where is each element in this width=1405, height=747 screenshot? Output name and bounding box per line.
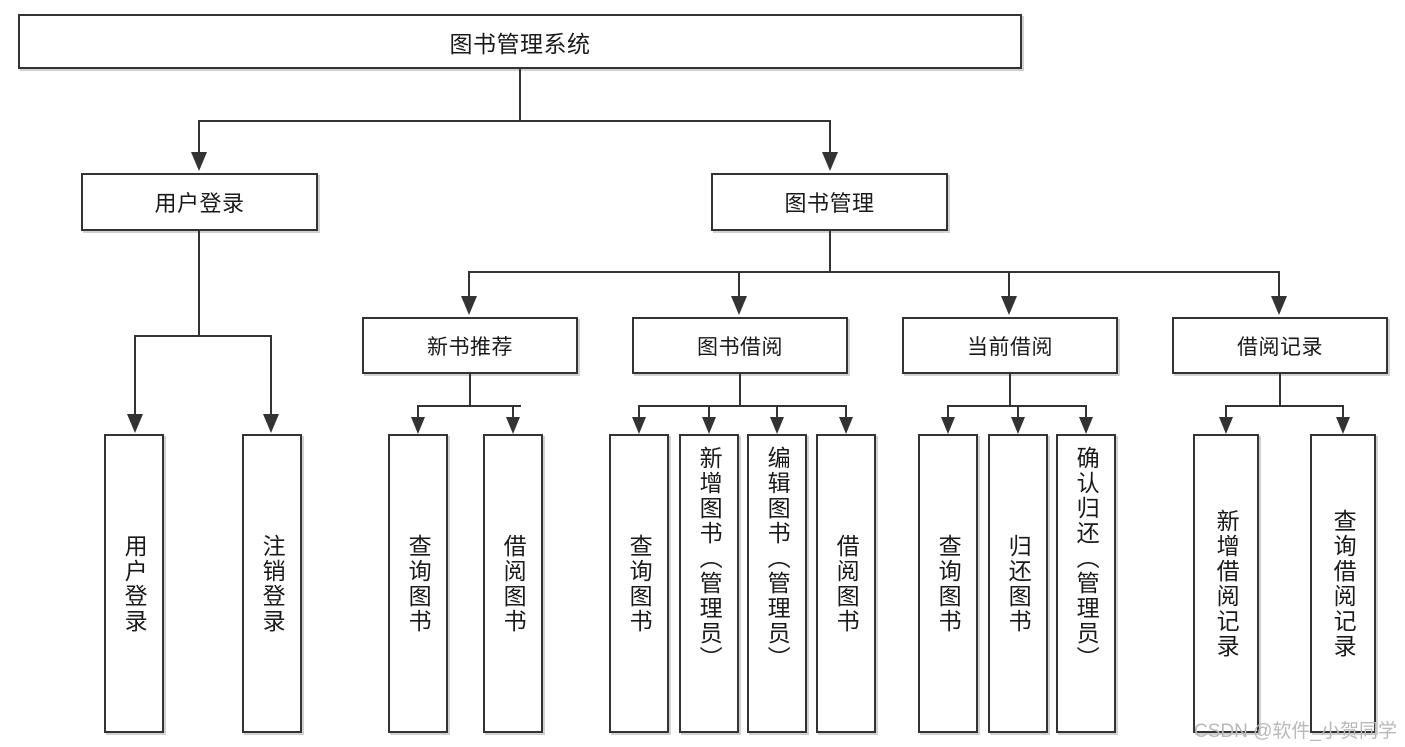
node-label: 新增借阅记录 [1213, 508, 1240, 659]
arrowhead-leaf-query-book-3 [941, 417, 955, 434]
node-label: 用户登录 [121, 533, 148, 634]
connector-new-book-bar [417, 405, 521, 407]
connector-book-borrow-c2 [708, 405, 710, 419]
arrowhead-leaf-borrow-book-1 [506, 417, 520, 434]
arrowhead-leaf-return-book [1011, 417, 1025, 434]
node-label: 借阅图书 [500, 533, 527, 634]
connector-borrow-record-trunk [1279, 374, 1281, 407]
connector-root-bar [198, 120, 830, 122]
arrowhead-leaf-query-book-1 [411, 417, 425, 434]
leaf-query-book-current[interactable]: 查询图书 [918, 434, 978, 733]
leaf-confirm-return-admin[interactable]: 确认归还（管理员） [1056, 434, 1116, 733]
leaf-add-book-admin[interactable]: 新增图书（管理员） [679, 434, 739, 733]
leaf-edit-book-admin[interactable]: 编辑图书（管理员） [747, 434, 807, 733]
node-label: 编辑图书（管理员） [764, 446, 791, 671]
connector-to-book-manage [829, 120, 831, 154]
leaf-query-book-borrow[interactable]: 查询图书 [609, 434, 669, 733]
arrowhead-leaf-query-book-2 [632, 417, 646, 434]
node-label: 查询图书 [935, 533, 962, 634]
connector-book-borrow-bar [638, 405, 846, 407]
arrowhead-to-borrow [731, 296, 747, 315]
leaf-return-book[interactable]: 归还图书 [988, 434, 1048, 733]
node-label: 查询图书 [405, 533, 432, 634]
node-label: 归还图书 [1005, 533, 1032, 634]
arrowhead-to-current-borrow [1001, 296, 1017, 315]
connector-user-login-trunk [198, 231, 200, 337]
arrowhead-leaf-user-login [127, 414, 143, 433]
connector-book-manage-bar [468, 271, 1280, 273]
node-label: 当前借阅 [967, 335, 1053, 359]
connector-current-borrow-trunk [1009, 374, 1011, 407]
leaf-user-login[interactable]: 用户登录 [104, 434, 164, 733]
arrowhead-leaf-add-record [1219, 417, 1233, 434]
node-book-management[interactable]: 图书管理 [711, 173, 948, 231]
node-label: 图书管理 [784, 191, 875, 216]
arrowhead-to-user-login [191, 152, 207, 171]
connector-user-login-right [270, 335, 272, 418]
node-book-borrow[interactable]: 图书借阅 [632, 317, 848, 374]
node-label: 查询图书 [626, 533, 653, 634]
leaf-logout[interactable]: 注销登录 [242, 434, 302, 733]
connector-new-book-c1 [417, 405, 419, 419]
arrowhead-leaf-borrow-book-2 [839, 417, 853, 434]
node-label: 图书管理系统 [449, 30, 591, 57]
connector-current-borrow-c3 [1085, 405, 1087, 419]
connector-to-user-login [198, 120, 200, 154]
arrowhead-to-new-book [461, 296, 477, 315]
node-current-borrow[interactable]: 当前借阅 [902, 317, 1118, 374]
connector-book-borrow-trunk [739, 374, 741, 407]
node-user-login[interactable]: 用户登录 [81, 173, 318, 231]
connector-current-borrow-c1 [947, 405, 949, 419]
connector-new-book-c2 [512, 405, 514, 419]
leaf-query-book-recommend[interactable]: 查询图书 [388, 434, 448, 733]
connector-book-borrow-c3 [776, 405, 778, 419]
arrowhead-leaf-query-record [1336, 417, 1350, 434]
connector-borrow-record-c1 [1225, 405, 1227, 419]
node-label: 新增图书（管理员） [696, 446, 723, 671]
connector-book-borrow-c4 [845, 405, 847, 419]
arrowhead-leaf-add-book [702, 417, 716, 434]
leaf-add-borrow-record[interactable]: 新增借阅记录 [1193, 434, 1259, 733]
leaf-borrow-book-recommend[interactable]: 借阅图书 [483, 434, 543, 733]
connector-current-borrow-c2 [1017, 405, 1019, 419]
connector-current-borrow-bar [947, 405, 1086, 407]
connector-borrow-record-c2 [1342, 405, 1344, 419]
node-borrow-record[interactable]: 借阅记录 [1172, 317, 1388, 374]
connector-to-borrow [738, 271, 740, 299]
node-label: 查询借阅记录 [1330, 508, 1357, 659]
node-label: 借阅图书 [833, 533, 860, 634]
connector-to-borrow-record [1278, 271, 1280, 299]
connector-new-book-trunk [469, 374, 471, 407]
arrowhead-to-borrow-record [1271, 296, 1287, 315]
connector-user-login-bar [134, 335, 270, 337]
node-label: 确认归还（管理员） [1073, 446, 1100, 671]
connector-to-current-borrow [1008, 271, 1010, 299]
connector-to-new-book [468, 271, 470, 299]
arrowhead-leaf-confirm-return [1079, 417, 1093, 434]
connector-book-manage-trunk [829, 231, 831, 273]
arrowhead-leaf-logout [263, 414, 279, 433]
node-label: 注销登录 [259, 533, 286, 634]
node-root-system[interactable]: 图书管理系统 [18, 14, 1022, 69]
leaf-query-borrow-record[interactable]: 查询借阅记录 [1310, 434, 1376, 733]
node-label: 借阅记录 [1237, 335, 1323, 359]
connector-borrow-record-bar [1225, 405, 1343, 407]
arrowhead-leaf-edit-book [770, 417, 784, 434]
connector-book-borrow-c1 [638, 405, 640, 419]
node-new-book-recommend[interactable]: 新书推荐 [362, 317, 578, 374]
connector-root-trunk [519, 69, 521, 120]
arrowhead-to-book-manage [822, 152, 838, 171]
leaf-borrow-book[interactable]: 借阅图书 [816, 434, 876, 733]
node-label: 新书推荐 [427, 335, 513, 359]
connector-user-login-left [134, 335, 136, 418]
node-label: 图书借阅 [697, 335, 783, 359]
node-label: 用户登录 [154, 191, 245, 216]
